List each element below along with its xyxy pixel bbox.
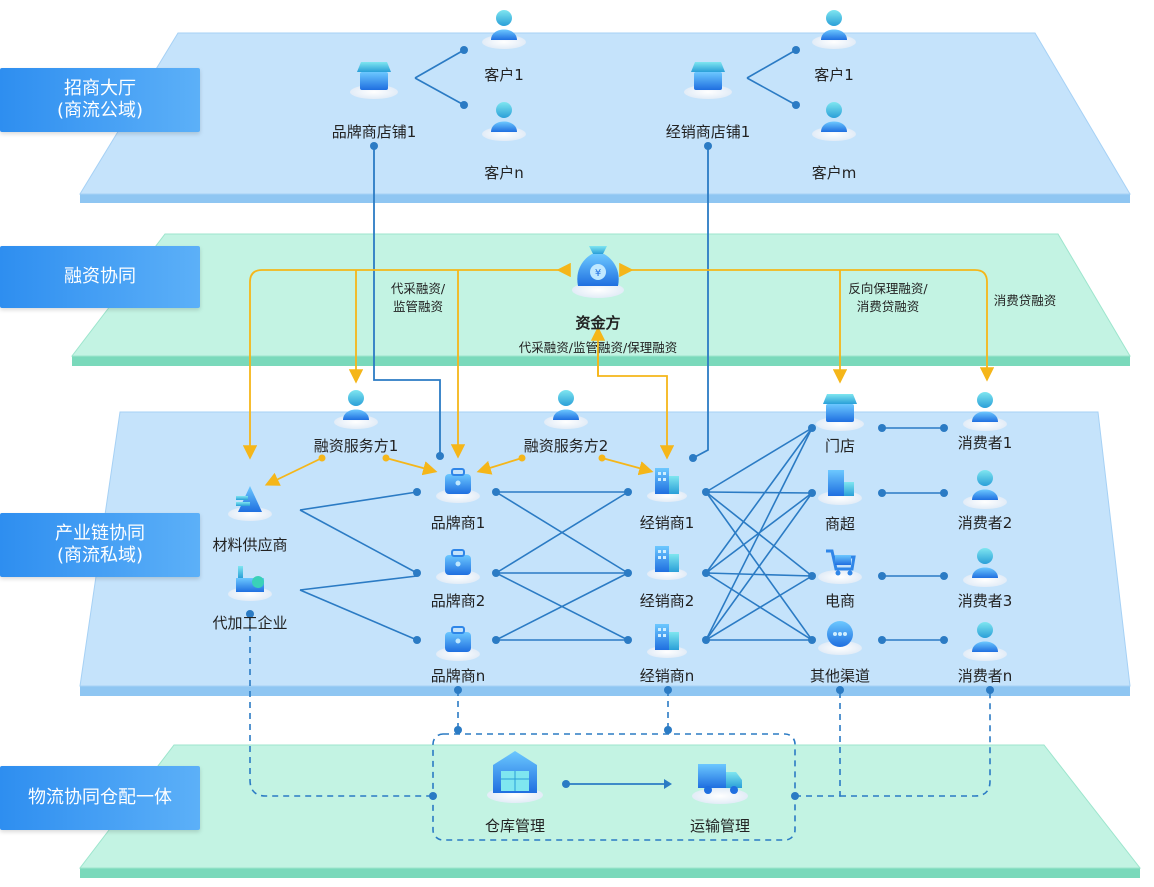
chain-links (299, 427, 944, 641)
connector-dot (429, 792, 437, 800)
edge-label-line: 反向保理融资/ (848, 281, 928, 296)
svg-text:¥: ¥ (595, 268, 601, 279)
connector-dot (562, 780, 570, 788)
layer-label-line: 融资协同 (64, 266, 136, 287)
layer-label-line: (商流私域) (56, 545, 144, 566)
connector-dot (460, 101, 468, 109)
left-finance-edge-label: 代采融资/ 监管融资 (391, 280, 445, 316)
finance-flows (242, 262, 995, 486)
ecommerce-cart-icon (818, 549, 862, 584)
consumer-label: 消费者1 (957, 434, 1013, 452)
connector-dot (454, 686, 462, 694)
logistics-links (249, 614, 991, 841)
factory-icon (228, 566, 272, 601)
channel-label: 电商 (824, 592, 856, 610)
dealer-label: 经销商n (639, 667, 695, 685)
chain-dots (413, 424, 948, 644)
truck-icon (692, 764, 748, 804)
dealer-label: 经销商1 (639, 514, 695, 532)
material-supplier-label: 材料供应商 (212, 536, 288, 554)
supermarket-icon (818, 470, 862, 505)
finance-service-label: 融资服务方2 (523, 437, 609, 455)
brand-label: 品牌商n (430, 667, 486, 685)
connector-dot (518, 454, 526, 462)
dealer-label: 经销商2 (639, 592, 695, 610)
connector-dot (689, 454, 697, 462)
customer-label: 客户1 (484, 66, 524, 84)
channel-label: 商超 (824, 515, 856, 533)
connector-dot (454, 726, 462, 734)
connector-dot (460, 46, 468, 54)
layer-label-line: 物流协同仓配一体 (28, 787, 172, 808)
consumer-label: 消费者2 (957, 514, 1013, 532)
transport-label: 运输管理 (689, 817, 751, 835)
connector-dot (792, 101, 800, 109)
brand-label: 品牌商2 (430, 592, 486, 610)
warehouse-label: 仓库管理 (484, 817, 546, 835)
brand-label: 品牌商1 (430, 514, 486, 532)
plane-mall (79, 32, 1131, 203)
connector-dot (792, 46, 800, 54)
connector-dot (436, 452, 444, 460)
right-finance-edge-label: 反向保理融资/ 消费贷融资 (848, 280, 927, 316)
finance-service-icon (544, 390, 588, 429)
channel-label: 其他渠道 (809, 667, 871, 685)
consumer-label: 消费者3 (957, 592, 1013, 610)
connector-dot (382, 454, 390, 462)
funder-caption: 代采融资/监管融资/保理融资 (518, 340, 678, 355)
mall-links (414, 49, 797, 106)
customer-icon (482, 10, 526, 49)
brand-shop-label: 品牌商店铺1 (331, 123, 417, 141)
connector-dot (598, 454, 606, 462)
customer-label: 客户1 (814, 66, 854, 84)
plane-chain (79, 411, 1131, 696)
customer-label: 客户n (484, 164, 524, 182)
layer-label-mall: 招商大厅 (商流公域) (0, 68, 200, 132)
dealer-shop-link (692, 146, 709, 459)
layer-label-line: 产业链协同 (55, 523, 145, 544)
edge-label-line: 监管融资 (392, 299, 443, 314)
connector-dot (791, 792, 799, 800)
material-supplier-icon (228, 486, 272, 521)
oem-label: 代加工企业 (212, 614, 288, 632)
connector-dot (246, 610, 254, 618)
consumer-label: 消费者n (957, 667, 1013, 685)
layer-label-logistics: 物流协同仓配一体 (0, 766, 200, 830)
finance-service-label: 融资服务方1 (313, 437, 399, 455)
funder-label: 资金方 (575, 314, 621, 332)
connector-dot (664, 686, 672, 694)
connector-dot (986, 686, 994, 694)
layer-label-chain: 产业链协同 (商流私域) (0, 513, 200, 577)
finance-service-icon (334, 390, 378, 429)
arrow-head (664, 779, 672, 789)
money-bag-icon: ¥ (572, 246, 624, 298)
layer-label-line: (商流公域) (56, 100, 144, 121)
dealer-shop-label: 经销商店铺1 (665, 123, 751, 141)
layer-label-line: 招商大厅 (64, 78, 136, 99)
customer-icon (812, 10, 856, 49)
channel-label: 门店 (824, 437, 856, 455)
edge-label-line: 代采融资/ (390, 281, 446, 296)
warehouse-icon (487, 751, 543, 803)
layer-label-finance: 融资协同 (0, 246, 200, 308)
other-channels-icon (818, 621, 862, 655)
connector-dot (664, 726, 672, 734)
consumer-loan-edge-label: 消费贷融资 (993, 293, 1057, 308)
connector-dot (836, 686, 844, 694)
plane-logistics (78, 744, 1142, 878)
edge-label-line: 消费贷融资 (856, 299, 920, 314)
customer-label: 客户m (811, 164, 857, 182)
connector-dot (318, 454, 326, 462)
